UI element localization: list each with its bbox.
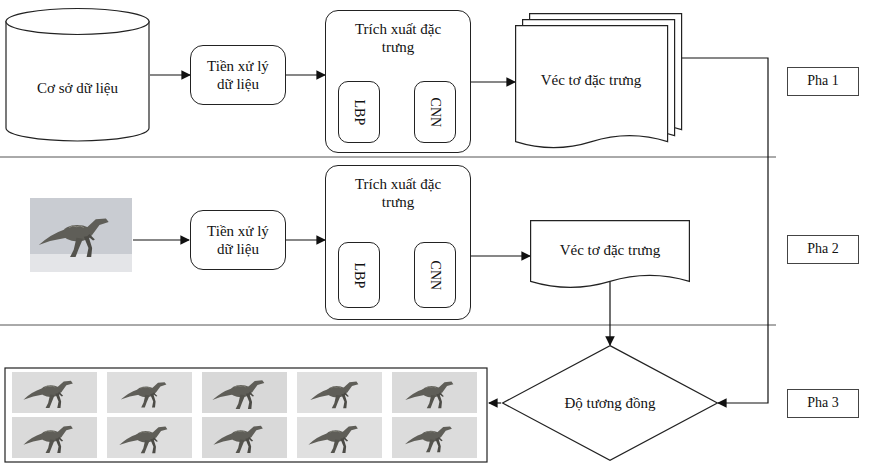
phase-label: Pha 2 <box>787 235 859 264</box>
flow-arrow <box>681 58 768 403</box>
node-text: Pha 1 <box>807 73 839 90</box>
process-box: Tiền xử lý dữ liệu <box>190 45 286 105</box>
feature-vector-doc: Véc tơ đặc trưng <box>530 220 690 292</box>
cyl-outline <box>5 8 150 142</box>
node-text: Pha 3 <box>807 395 839 412</box>
decision-diamond: Độ tương đồng <box>502 345 718 461</box>
node-text: Độ tương đồng <box>562 394 658 412</box>
flow-arrow <box>471 81 515 82</box>
node-text: Cơ sở dữ liệu <box>36 79 120 97</box>
method-box: CNN <box>414 242 456 308</box>
node-text: CNN <box>427 97 444 127</box>
result-panel <box>5 368 487 462</box>
node-text: CNN <box>427 260 444 290</box>
flow-arrow <box>286 239 325 240</box>
node-text: LBP <box>351 262 368 288</box>
node-text: Véc tơ đặc trưng <box>531 71 651 89</box>
method-box: CNN <box>414 81 456 143</box>
phase-separator <box>0 325 776 326</box>
node-text: LBP <box>351 99 368 125</box>
feature-extraction-box: Trích xuất đặc trưngLBP CNN <box>325 165 471 320</box>
flow-arrow <box>609 282 610 345</box>
method-box: LBP <box>338 81 380 143</box>
node-text: Trích xuất đặc trưng <box>346 175 450 211</box>
feature-extraction-box: Trích xuất đặc trưngLBP CNN <box>325 10 471 153</box>
result-arrow <box>489 402 501 403</box>
phase-label: Pha 3 <box>787 389 859 418</box>
node-text: Trích xuất đặc trưng <box>346 20 450 56</box>
method-box: LBP <box>338 242 380 308</box>
flow-arrow <box>471 255 530 256</box>
query-image <box>30 198 132 272</box>
feature-vector-stack: Véc tơ đặc trưng <box>515 13 681 151</box>
flow-arrow <box>150 74 190 75</box>
process-box: Tiền xử lý dữ liệu <box>190 210 286 270</box>
phase-separator <box>0 157 776 158</box>
node-text: Tiền xử lý dữ liệu <box>207 222 269 258</box>
flow-arrow <box>286 74 325 75</box>
input-arrow <box>133 239 189 240</box>
phase-label: Pha 1 <box>787 67 859 96</box>
node-text: Pha 2 <box>807 241 839 258</box>
database-cylinder: Cơ sở dữ liệu <box>5 8 150 142</box>
node-text: Tiền xử lý dữ liệu <box>207 57 269 93</box>
node-text: Véc tơ đặc trưng <box>540 241 680 259</box>
